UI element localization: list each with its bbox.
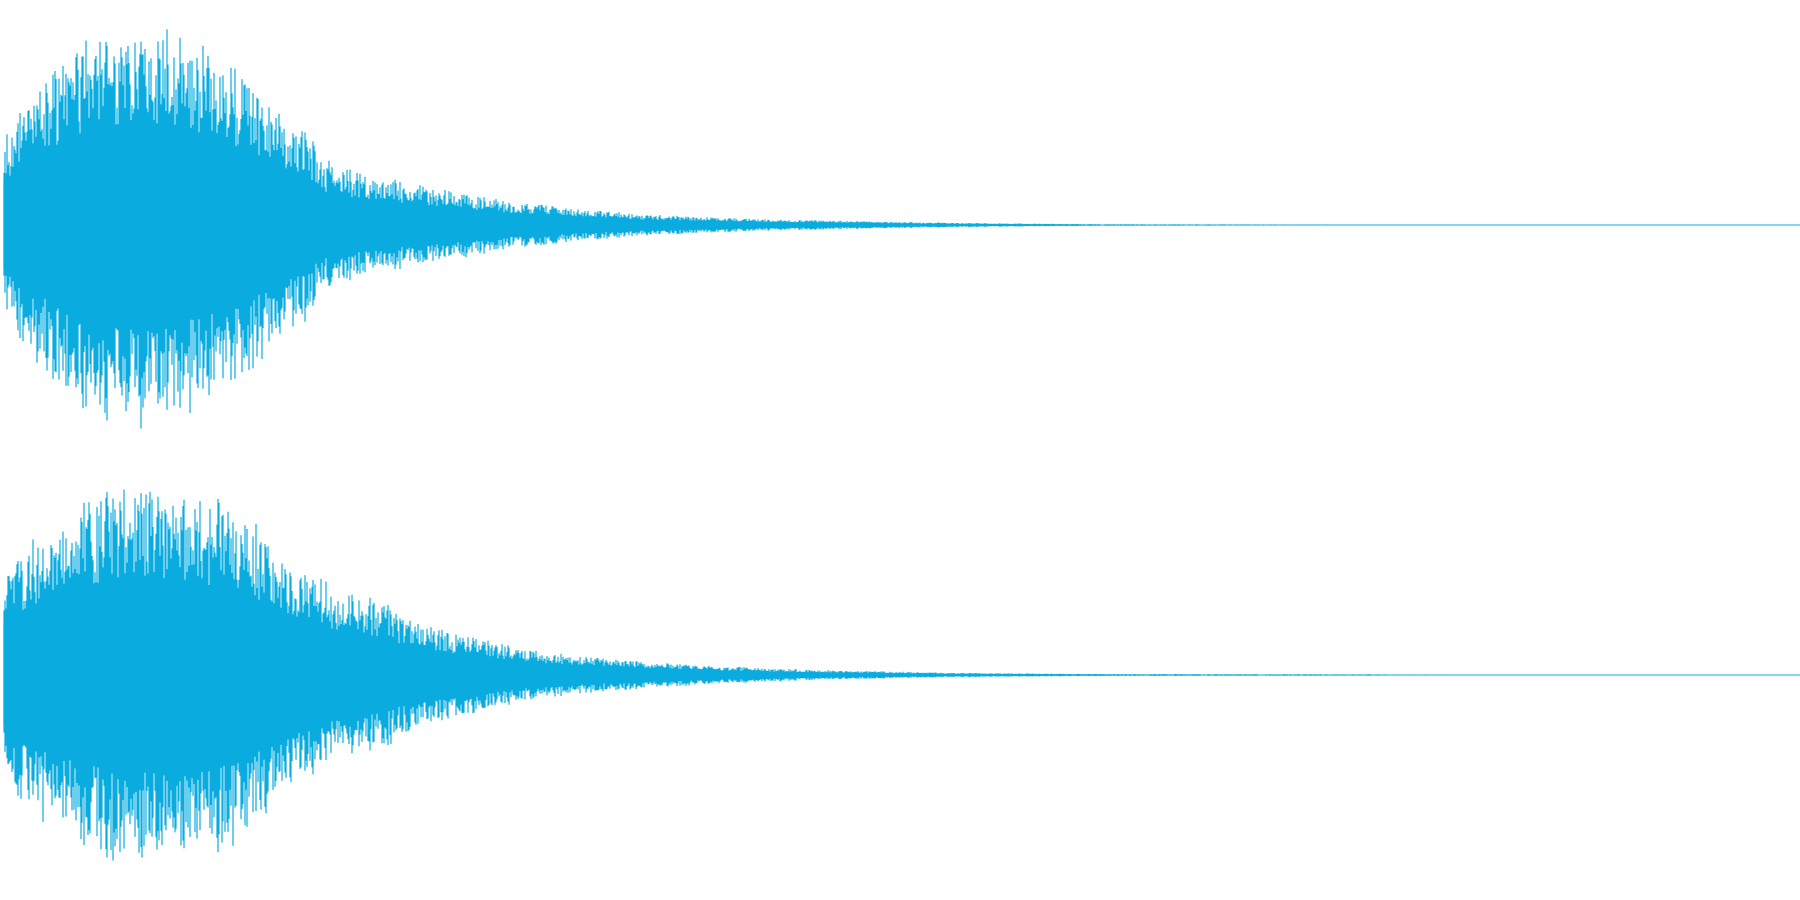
waveform-core: [3, 122, 1715, 328]
waveform-channel-1[interactable]: [3, 29, 1800, 429]
waveform-channel-2[interactable]: [3, 489, 1800, 861]
waveform-core: [3, 580, 1737, 770]
